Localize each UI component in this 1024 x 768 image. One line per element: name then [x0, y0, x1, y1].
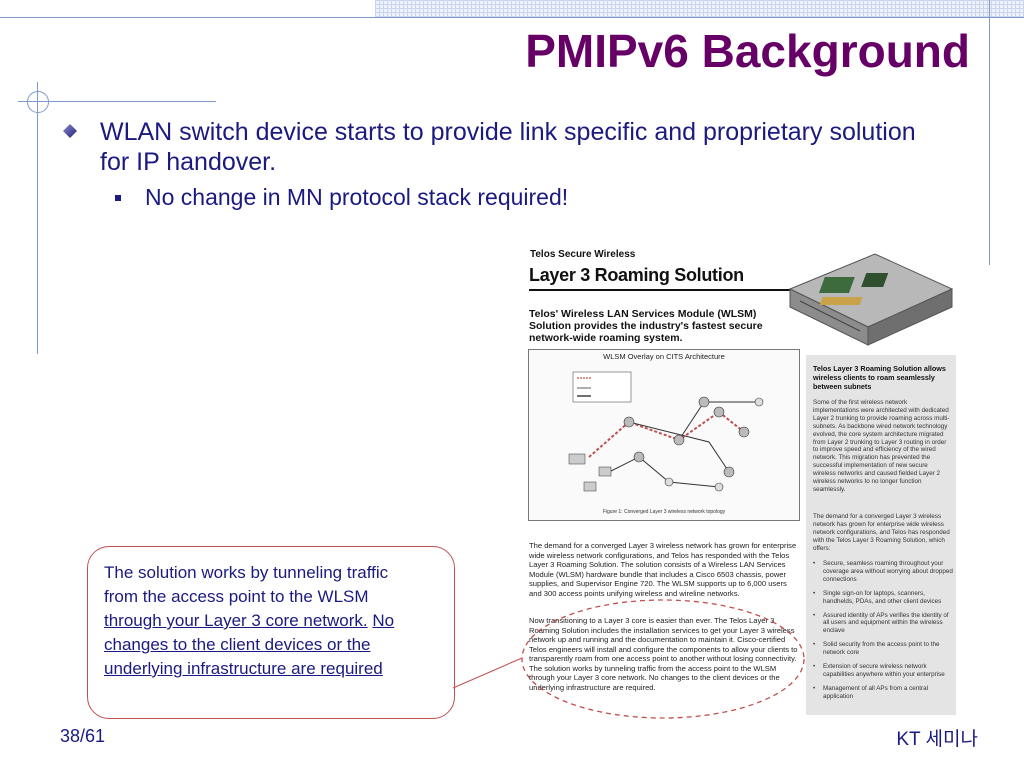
square-bullet-icon — [115, 195, 121, 201]
list-item: Secure, seamless roaming throughout your… — [811, 560, 953, 584]
diagram-graphic — [568, 371, 764, 492]
brochure-lead: Telos' Wireless LAN Services Module (WLS… — [529, 308, 763, 344]
brochure-image: Telos Secure Wireless Layer 3 Roaming So… — [526, 245, 956, 715]
diamond-bullet-icon — [63, 124, 77, 138]
callout-underlined-text-1: through your Layer 3 core network. — [104, 611, 368, 630]
brochure-paragraph-2: Now transitioning to a Layer 3 core is e… — [529, 616, 798, 692]
list-item: Management of all APs from a central app… — [811, 685, 953, 701]
sidebar-paragraph-1: Some of the first wireless network imple… — [813, 399, 950, 493]
sidebar-heading: Telos Layer 3 Roaming Solution allows wi… — [813, 364, 946, 391]
brochure-subtitle: Telos Secure Wireless — [530, 249, 636, 260]
diagram-caption: Figure 1: Converged Layer 3 wireless net… — [602, 509, 726, 515]
bullet-level-2: No change in MN protocol stack required! — [145, 184, 569, 210]
left-cross-line — [18, 101, 216, 102]
list-item: Assured identity of APs verifies the ide… — [811, 612, 953, 636]
callout-text: The solution works by tunneling traffic … — [104, 561, 424, 681]
bullet-level-1: WLAN switch device starts to provide lin… — [100, 118, 916, 176]
footer-label: KT 세미나 — [896, 729, 978, 750]
callout-plain-text: The solution works by tunneling traffic … — [104, 563, 389, 606]
slide-title: PMIPv6 Background — [525, 25, 970, 77]
list-item: Single sign-on for laptops, scanners, ha… — [811, 590, 953, 606]
network-module-icon — [788, 253, 954, 346]
crosshair-icon — [27, 91, 49, 113]
brochure-paragraph-1: The demand for a converged Layer 3 wirel… — [529, 541, 797, 598]
list-item: Extension of secure wireless network cap… — [811, 663, 953, 679]
right-guide-line — [989, 0, 990, 265]
left-guide-line — [37, 82, 38, 354]
network-diagram: WLSM Overlay on CITS Architecture Figur — [528, 349, 800, 521]
list-item: Solid security from the access point to … — [811, 641, 953, 657]
brochure-title: Layer 3 Roaming Solution — [529, 265, 744, 285]
sidebar-paragraph-2: The demand for a converged Layer 3 wirel… — [813, 513, 950, 552]
brochure-sidebar: Telos Layer 3 Roaming Solution allows wi… — [806, 355, 956, 715]
grid-header-band — [375, 0, 1024, 18]
page-number: 38/61 — [60, 726, 106, 746]
top-guide-line — [0, 17, 1024, 18]
sidebar-list: Secure, seamless roaming throughout your… — [811, 560, 953, 707]
diagram-title: WLSM Overlay on CITS Architecture — [603, 352, 725, 361]
callout-underlined-text-2: No changes to the client devices or the … — [104, 611, 395, 678]
callout-box: The solution works by tunneling traffic … — [87, 546, 455, 719]
brochure-rule — [529, 289, 797, 291]
